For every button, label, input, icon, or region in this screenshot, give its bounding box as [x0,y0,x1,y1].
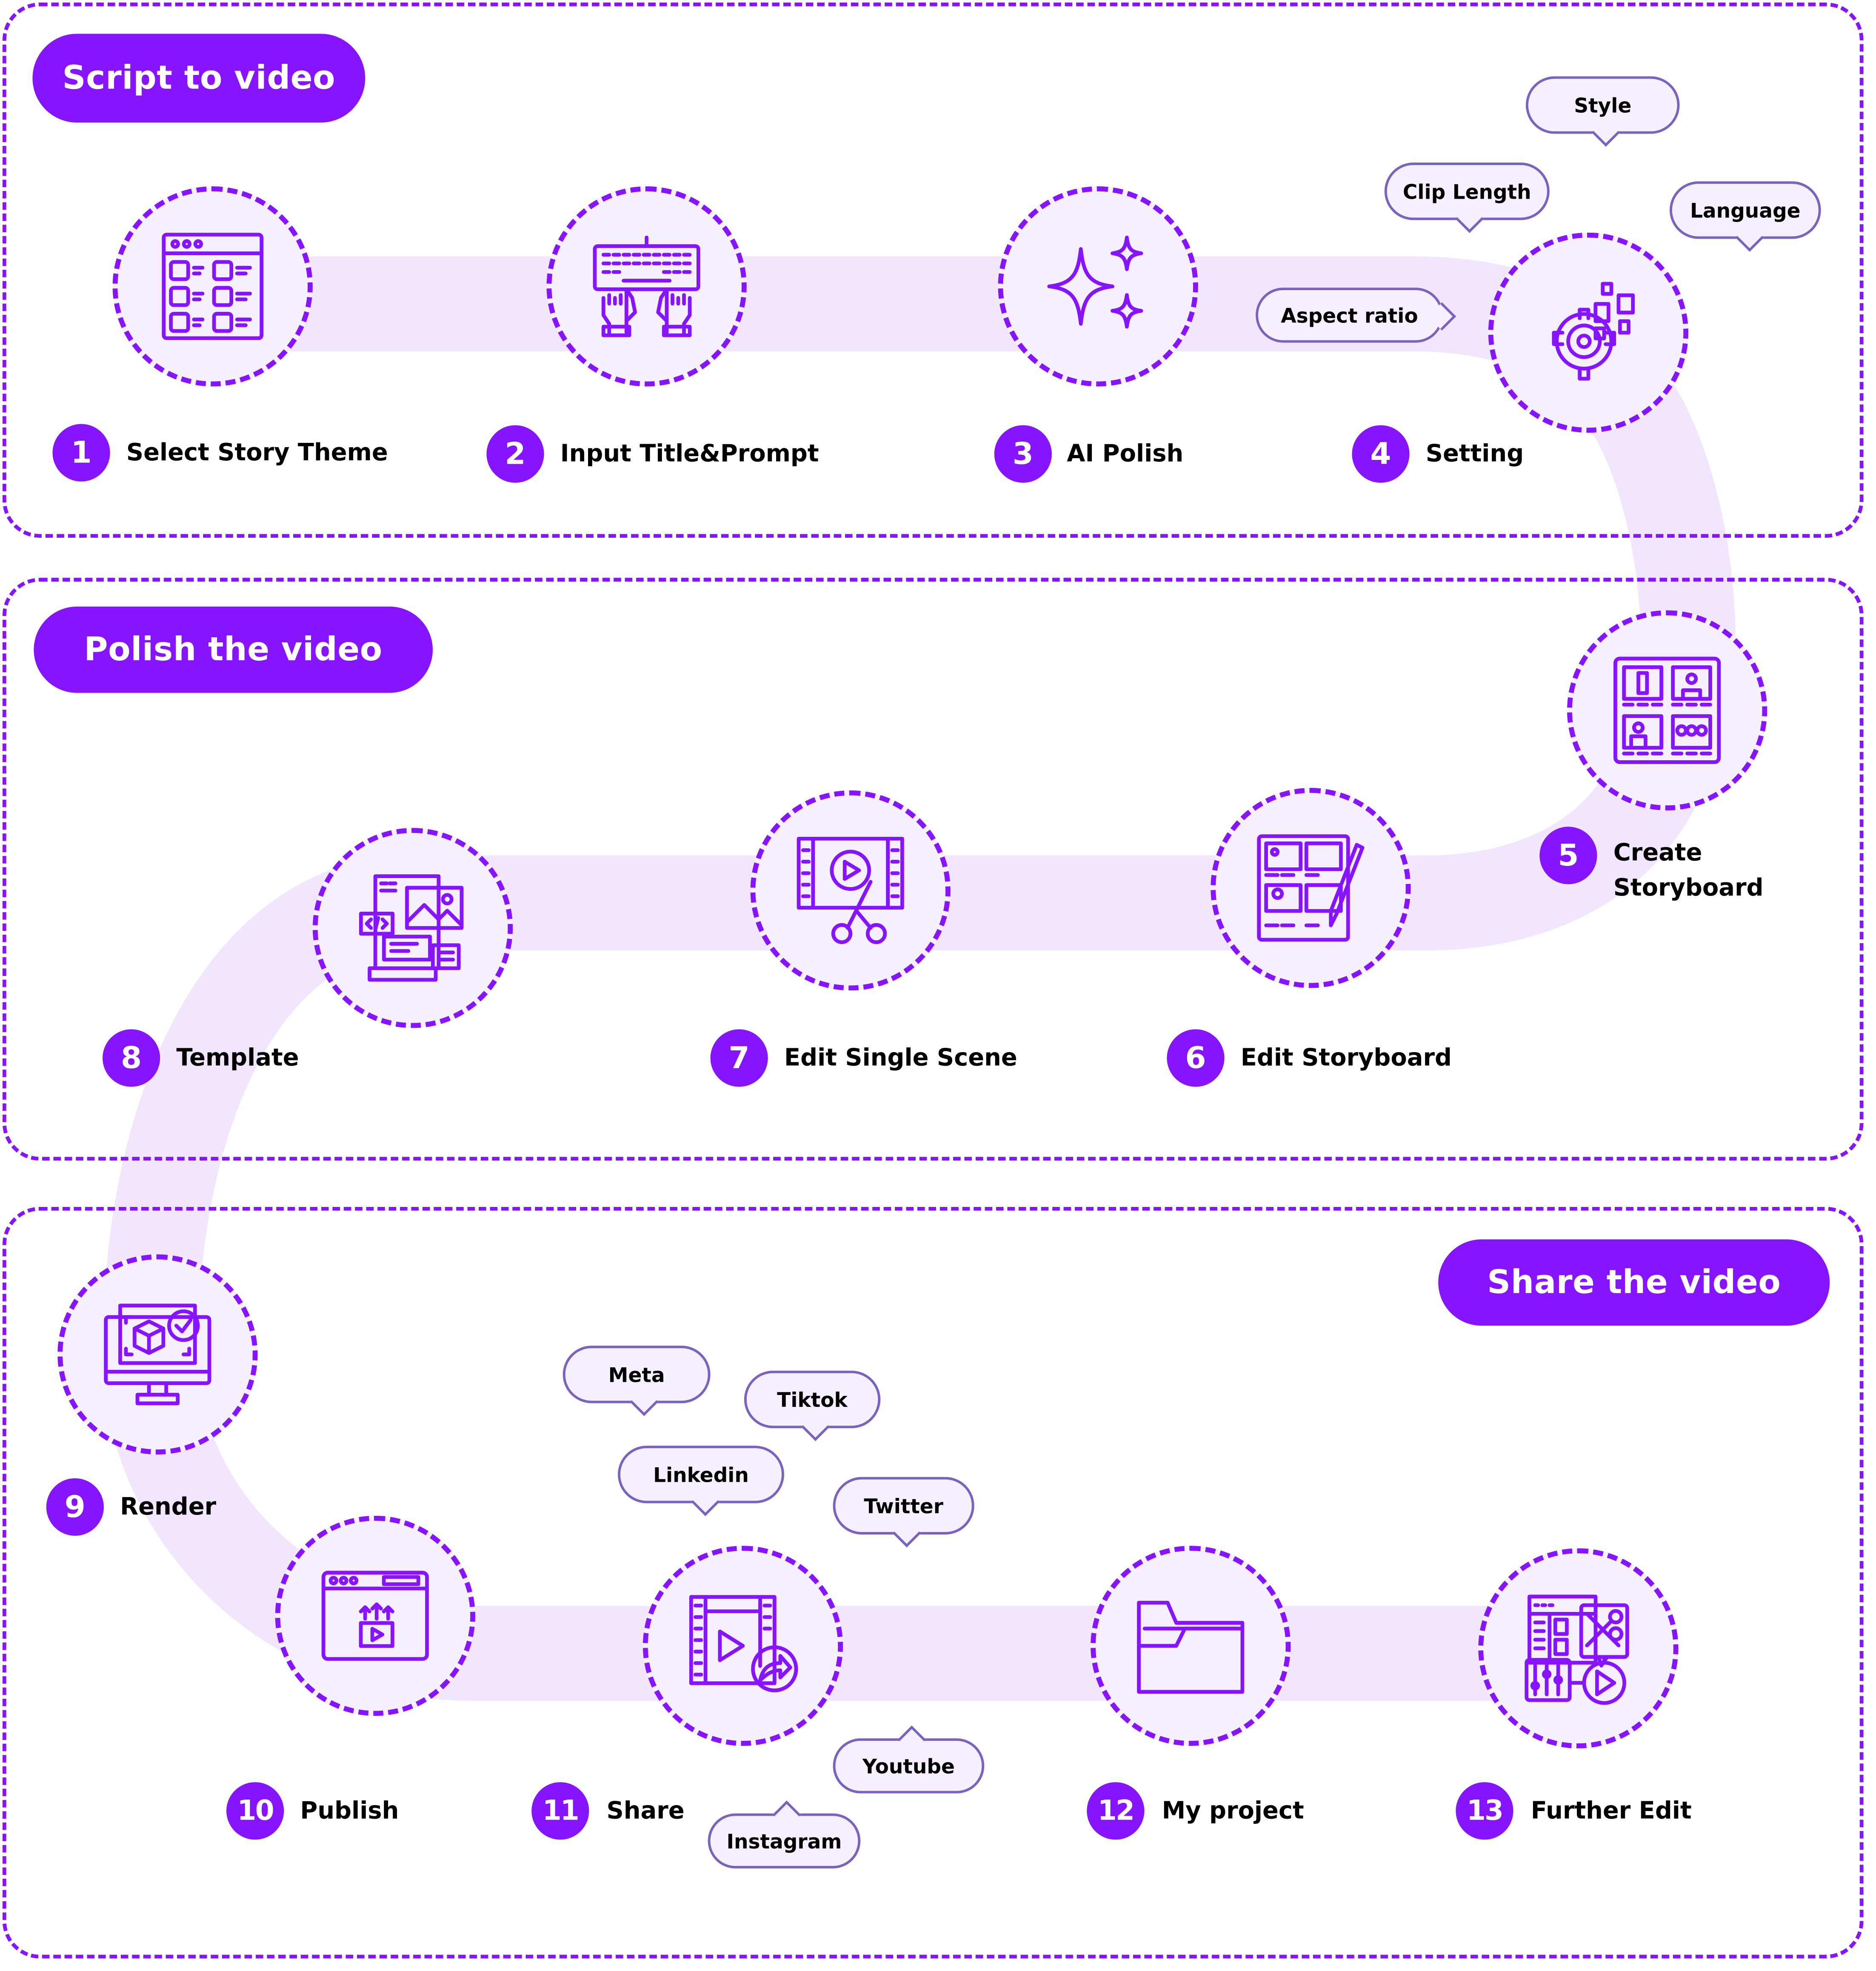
sparkles-icon [1047,235,1143,329]
step-label[interactable]: Share [606,1797,685,1825]
share-platform-meta[interactable]: Meta [563,1346,711,1416]
step-number-badge: 10 [226,1782,284,1840]
section-title-polish-the-video: Polish the video [34,606,433,693]
film-cut-icon [797,836,904,944]
step-label[interactable]: Input Title&Prompt [560,440,819,468]
step-number-badge: 9 [46,1478,104,1536]
step-number-badge: 4 [1352,425,1410,483]
step-number-badge: 8 [103,1029,160,1087]
folder-icon [1137,1600,1245,1694]
step-label[interactable]: Render [120,1493,217,1521]
step-number-badge: 1 [52,424,110,482]
section-title-share-the-video: Share the video [1438,1239,1830,1326]
step-number-badge: 6 [1167,1029,1225,1087]
storyboard-icon [1613,656,1721,764]
step-number-badge: 7 [710,1029,768,1087]
template-icon [359,874,464,982]
step-label[interactable]: AI Polish [1067,440,1184,468]
step-node-11[interactable] [642,1546,843,1746]
step-label[interactable]: Edit Storyboard [1240,1044,1452,1072]
bubble-label: Tiktok [777,1387,848,1412]
step-number-badge: 11 [531,1782,589,1840]
bubble-label: Twitter [864,1494,943,1518]
share-platform-youtube[interactable]: Youtube [833,1725,985,1794]
further-edit-icon [1525,1594,1629,1705]
bubble-label: Style [1574,93,1632,117]
section-polish-the-video [2,578,1864,1161]
step-node-8[interactable] [312,828,513,1028]
step-node-2[interactable] [546,186,747,387]
path-segment-row1 [103,256,1736,1701]
step-node-1[interactable] [112,186,313,387]
step-number-badge: 5 [1539,827,1597,884]
step-label-line1[interactable]: Create [1613,839,1702,867]
step-node-6[interactable] [1211,788,1411,988]
step-label[interactable]: Publish [300,1797,399,1825]
setting-option-clip-length[interactable]: Clip Length [1384,163,1550,233]
section-share-the-video [2,1207,1864,1959]
step-label[interactable]: Select Story Theme [126,439,388,467]
setting-option-aspect-ratio[interactable]: Aspect ratio [1256,288,1456,343]
bubble-label: Language [1690,198,1801,222]
share-platform-linkedin[interactable]: Linkedin [618,1446,784,1516]
bubble-label: Clip Length [1402,179,1531,203]
step-node-9[interactable] [57,1254,258,1455]
render-monitor-icon [104,1304,211,1406]
step-node-13[interactable] [1478,1548,1679,1749]
bubble-label: Instagram [726,1829,842,1853]
step-node-7[interactable] [750,790,951,991]
settings-gear-icon [1552,282,1635,381]
edit-storyboard-icon [1257,834,1365,942]
theme-grid-icon [162,233,264,340]
setting-option-language[interactable]: Language [1669,181,1821,252]
section-title-script-to-video: Script to video [32,34,365,123]
step-number-badge: 12 [1087,1782,1145,1840]
step-label[interactable]: My project [1162,1797,1304,1825]
step-label-line2[interactable]: Storyboard [1613,874,1764,902]
step-node-5[interactable] [1567,610,1767,810]
bubble-label: Youtube [862,1754,955,1778]
step-label[interactable]: Edit Single Scene [784,1044,1017,1072]
step-number-badge: 13 [1456,1782,1513,1840]
step-node-4[interactable] [1488,232,1689,433]
bubble-label: Linkedin [653,1462,749,1486]
keyboard-typing-icon [593,235,700,337]
step-label[interactable]: Template [176,1044,299,1072]
step-number-badge: 2 [486,425,544,483]
bubble-label: Meta [608,1362,665,1386]
share-platform-twitter[interactable]: Twitter [833,1477,974,1548]
step-node-10[interactable] [275,1515,475,1716]
share-platform-instagram[interactable]: Instagram [708,1800,861,1868]
video-share-icon [689,1595,798,1692]
section-script-to-video [2,2,1864,538]
step-label[interactable]: Setting [1425,440,1524,468]
step-label[interactable]: Further Edit [1530,1797,1692,1825]
step-node-3[interactable] [998,186,1198,387]
share-platform-tiktok[interactable]: Tiktok [744,1370,881,1441]
bubble-label: Aspect ratio [1281,303,1418,327]
publish-upload-icon [321,1571,429,1661]
setting-option-style[interactable]: Style [1525,76,1680,147]
step-node-12[interactable] [1091,1546,1291,1746]
step-number-badge: 3 [994,425,1052,483]
